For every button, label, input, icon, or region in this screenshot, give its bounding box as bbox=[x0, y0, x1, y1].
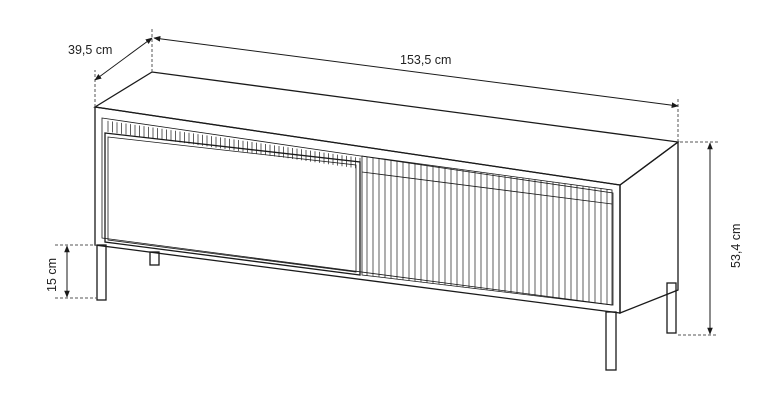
left-door bbox=[104, 132, 361, 276]
side-face bbox=[619, 140, 679, 314]
inner-frame bbox=[101, 117, 614, 306]
leg-height-label: 15 cm bbox=[45, 258, 59, 292]
leg-front-right bbox=[605, 311, 617, 371]
door-top-rail bbox=[361, 171, 613, 205]
height-label: 53,4 cm bbox=[729, 224, 743, 268]
leg-front-left bbox=[96, 244, 107, 301]
width-arrow bbox=[153, 36, 679, 108]
flute-lines bbox=[366, 156, 608, 305]
depth-arrow bbox=[94, 37, 153, 81]
width-label: 153,5 cm bbox=[400, 53, 451, 67]
right-fluted-door bbox=[361, 155, 613, 306]
leg-middle bbox=[149, 251, 160, 266]
depth-label: 39,5 cm bbox=[68, 43, 112, 57]
top-surface bbox=[93, 71, 680, 186]
left-door-edge bbox=[107, 136, 357, 273]
leg-back-right bbox=[666, 282, 677, 334]
